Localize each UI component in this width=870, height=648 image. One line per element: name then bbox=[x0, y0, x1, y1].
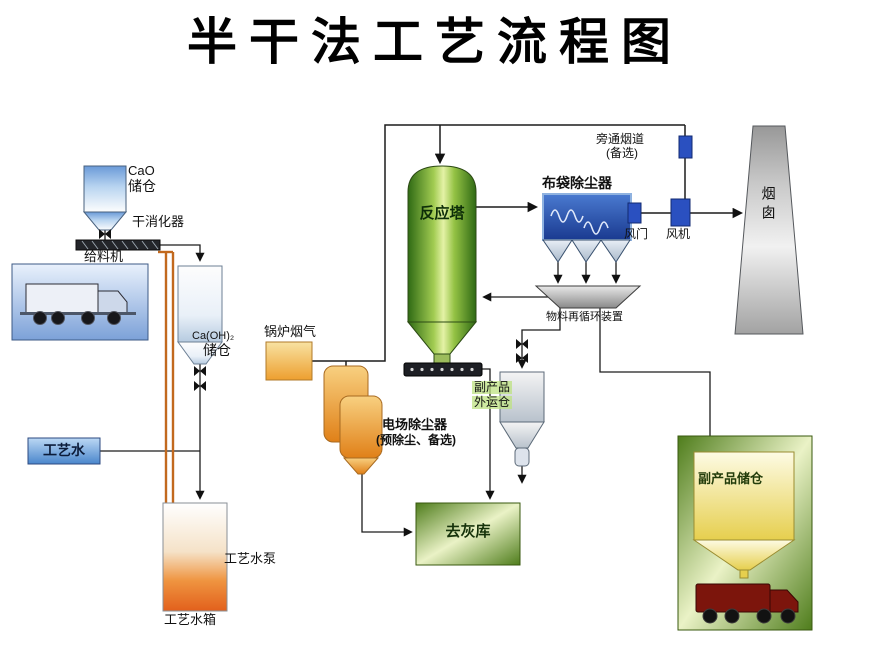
water-pump-label: 工艺水泵 bbox=[224, 551, 277, 566]
bag-filter-label: 布袋除尘器 bbox=[542, 175, 612, 191]
reactor-tower bbox=[403, 165, 483, 377]
byproduct-out-label-line1: 副产品 bbox=[472, 380, 513, 395]
water-pipes bbox=[158, 250, 175, 503]
truck-icon bbox=[20, 283, 136, 325]
boiler-flue-gas-box bbox=[265, 341, 313, 381]
page-title: 半干法工艺流程图 bbox=[187, 14, 683, 70]
dry-slaker-label: 干消化器 bbox=[132, 214, 185, 229]
caoh2-silo-label-line1: Ca(OH)₂ bbox=[192, 330, 235, 342]
bypass-label-line2: (备选) bbox=[606, 146, 638, 160]
stack-label: 烟囱 bbox=[760, 186, 777, 224]
process-water-box bbox=[27, 437, 101, 465]
stack-shape bbox=[734, 125, 804, 335]
process-water-label: 工艺水 bbox=[43, 442, 85, 458]
cao-silo bbox=[82, 165, 128, 231]
cao-silo-label-line2: 储仓 bbox=[128, 178, 156, 194]
feeder-conveyor bbox=[75, 239, 161, 251]
conveyor-dots bbox=[410, 367, 474, 372]
fan-icon bbox=[670, 198, 691, 227]
damper-label: 风门 bbox=[624, 227, 649, 241]
process-water-tank bbox=[162, 502, 228, 612]
esp-label-line1: 电场除尘器 bbox=[382, 417, 448, 432]
ash-storage-box bbox=[415, 502, 521, 566]
recirculation-device bbox=[534, 285, 642, 309]
esp-vessels bbox=[323, 365, 383, 475]
recirculation-label: 物料再循环装置 bbox=[546, 311, 623, 323]
byproduct-silo-shape bbox=[693, 451, 795, 541]
water-tank-label: 工艺水箱 bbox=[164, 612, 217, 627]
truck-icon bbox=[695, 583, 799, 624]
caoh2-silo-label-line2: 储仓 bbox=[203, 342, 231, 358]
bypass-label-line1: 旁通烟道 bbox=[596, 132, 645, 146]
bag-filter bbox=[542, 193, 632, 263]
fan-label: 风机 bbox=[666, 227, 691, 241]
caoh2-silo bbox=[177, 265, 223, 365]
boiler-flue-gas-label: 锅炉烟气 bbox=[264, 324, 317, 339]
byproduct-storage-panel bbox=[677, 435, 813, 631]
ash-storage-label: 去灰库 bbox=[445, 523, 491, 540]
byproduct-out-label-line2: 外运仓 bbox=[472, 395, 513, 410]
feeder-label: 给料机 bbox=[84, 249, 124, 264]
flue-gas-ducts bbox=[312, 124, 744, 368]
byproduct-silo-label: 副产品储仓 bbox=[698, 471, 764, 486]
delivery-truck-panel bbox=[11, 263, 149, 341]
bypass-damper-icon bbox=[678, 135, 693, 159]
esp-label-line2: (预除尘、备选) bbox=[376, 433, 456, 447]
reactor-label: 反应塔 bbox=[419, 205, 465, 222]
damper-icon bbox=[627, 202, 642, 224]
cao-silo-label-line1: CaO bbox=[128, 163, 155, 178]
